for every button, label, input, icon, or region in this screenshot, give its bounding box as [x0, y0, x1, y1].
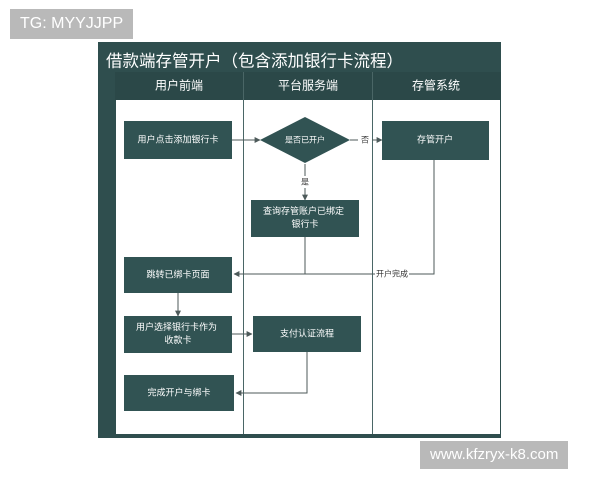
lane-header-platform: 平台服务端	[278, 78, 338, 93]
edge-label-bg	[298, 176, 312, 188]
node-query-bound	[251, 200, 359, 237]
lane-header-user: 用户前端	[155, 78, 203, 93]
edge-label-no: 否	[361, 136, 369, 145]
lane-header-custody: 存管系统	[412, 78, 460, 93]
node-payment-auth	[253, 316, 361, 352]
node-add-card-label: 用户点击添加银行卡	[137, 134, 218, 146]
node-to-bind-page	[124, 257, 232, 293]
node-decision-label: 是否已开户	[285, 135, 325, 145]
diagram-title: 借款端存管开户（包含添加银行卡流程）	[106, 52, 403, 71]
node-choose-card-line1: 用户选择银行卡作为	[136, 321, 217, 333]
node-complete	[124, 375, 234, 411]
node-payment-auth-label: 支付认证流程	[280, 328, 334, 340]
lane-header-bar	[115, 72, 501, 100]
edge-label-open-done: 开户完成	[376, 269, 408, 279]
node-decision	[260, 117, 350, 163]
edge-label-yes: 是	[301, 178, 309, 187]
edge-label-bg	[358, 133, 372, 146]
node-query-bound-line2: 银行卡	[291, 218, 318, 230]
edge-auth-to-complete	[235, 352, 308, 396]
node-query-bound-label: 查询存管账户已绑定 银行卡	[263, 205, 347, 230]
edge-open-done	[233, 160, 435, 277]
node-open-account-label: 存管开户	[417, 134, 453, 146]
node-choose-card-line2: 收款卡	[164, 334, 191, 346]
watermark-bottom-right: www.kfzryx-k8.com	[420, 441, 569, 469]
node-query-bound-line1: 查询存管账户已绑定	[263, 205, 344, 217]
node-to-bind-page-label: 跳转已绑卡页面	[146, 269, 209, 281]
edge-label-bg	[375, 268, 409, 280]
node-open-account	[382, 121, 489, 160]
node-choose-card-label: 用户选择银行卡作为 收款卡	[136, 321, 220, 346]
node-add-card	[124, 121, 232, 159]
node-complete-label: 完成开户与绑卡	[147, 387, 210, 399]
watermark-top-left: TG: MYYJJPP	[10, 9, 134, 39]
node-choose-card	[124, 316, 232, 353]
